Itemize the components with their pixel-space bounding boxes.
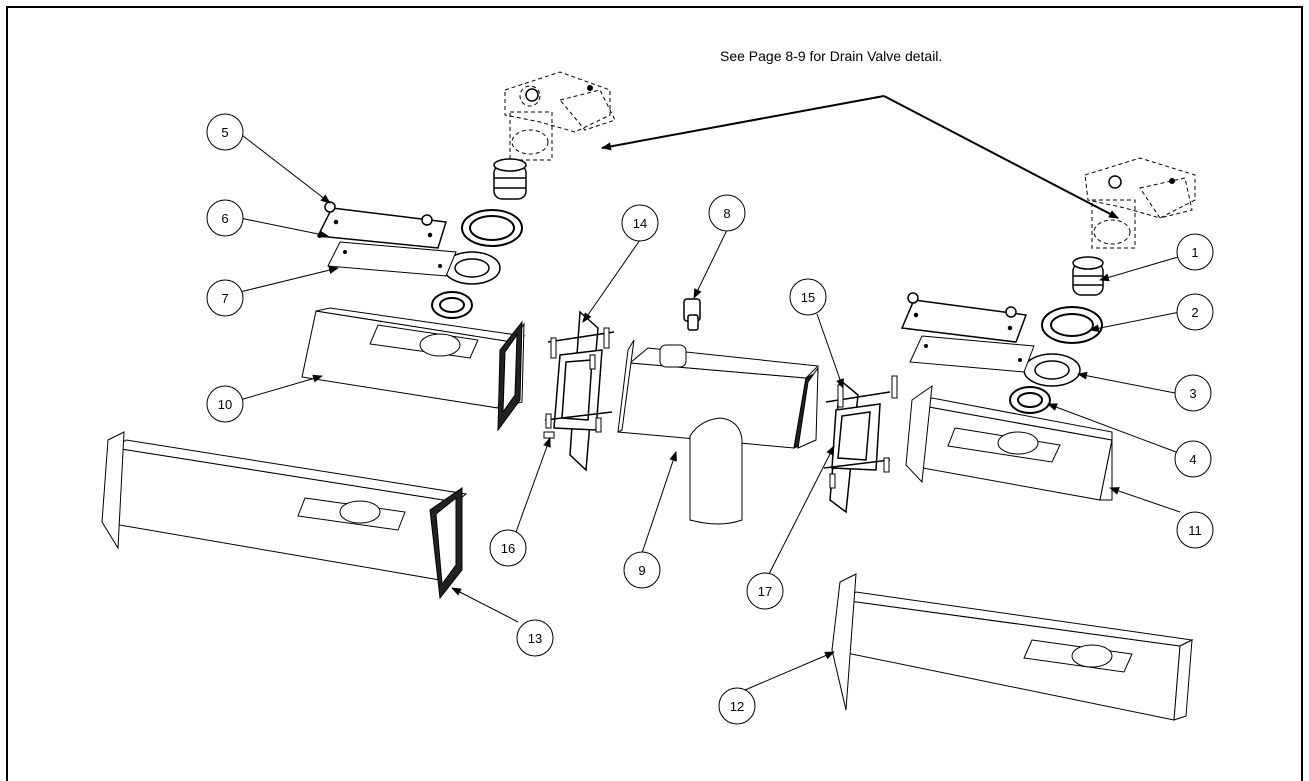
callout-15: 15 — [789, 278, 827, 316]
drain-fitting-8 — [683, 298, 701, 331]
callout-10: 10 — [206, 385, 244, 423]
drain-valve-note: See Page 8-9 for Drain Valve detail. — [720, 48, 943, 64]
gasket-ring-left — [443, 251, 501, 285]
drain-valve-right-solid — [1108, 175, 1175, 189]
drain-valve-left — [504, 71, 616, 161]
callout-2-label: 2 — [1191, 305, 1198, 320]
drain-valve-left-solid — [525, 85, 593, 102]
callout-5-label: 5 — [221, 125, 228, 140]
callout-8: 8 — [708, 194, 746, 232]
coupling-nipple-right — [1072, 256, 1104, 296]
callout-11: 11 — [1176, 511, 1214, 549]
callout-12: 12 — [718, 687, 756, 725]
callout-9: 9 — [623, 551, 661, 589]
callout-6-label: 6 — [221, 211, 228, 226]
callout-5: 5 — [206, 113, 244, 151]
cover-gasket-right — [909, 335, 1035, 373]
cover-gasket-left — [327, 241, 457, 277]
drain-valve-pointer-arrows — [601, 95, 1119, 219]
drain-valve-right — [1084, 157, 1196, 249]
callout-6: 6 — [206, 199, 244, 237]
callout-4: 4 — [1174, 440, 1212, 478]
bolts-14 — [550, 327, 610, 370]
callout-12-label: 12 — [730, 699, 744, 714]
callout-2: 2 — [1176, 293, 1214, 331]
duct-section-11 — [905, 384, 1113, 501]
callout-10-label: 10 — [218, 397, 232, 412]
callout-1: 1 — [1176, 233, 1214, 271]
leader-lines — [237, 131, 1196, 691]
callout-1-label: 1 — [1191, 245, 1198, 260]
tee-body-9 — [617, 339, 820, 525]
coupling-nipple-left — [493, 158, 527, 200]
coupling-seal-left — [461, 209, 523, 247]
clamp-ring-right — [1009, 386, 1051, 414]
callout-13-label: 13 — [528, 631, 542, 646]
callout-3-label: 3 — [1189, 386, 1196, 401]
callout-11-label: 11 — [1188, 523, 1202, 538]
callout-13: 13 — [516, 619, 554, 657]
transition-flange-14 — [544, 310, 615, 472]
duct-section-13 — [101, 431, 468, 600]
callout-7-label: 7 — [221, 291, 228, 306]
callout-14-label: 14 — [633, 216, 647, 231]
bolts-16 — [543, 413, 602, 439]
callout-16-label: 16 — [501, 541, 515, 556]
callout-17: 17 — [746, 572, 784, 610]
access-cover-right — [900, 292, 1028, 343]
clamp-ring-left — [431, 291, 473, 319]
callout-9-label: 9 — [638, 563, 645, 578]
callout-15-label: 15 — [801, 290, 815, 305]
callout-17-label: 17 — [758, 584, 772, 599]
callout-3: 3 — [1174, 374, 1212, 412]
drawing-border — [6, 6, 1303, 781]
callout-16: 16 — [489, 529, 527, 567]
gasket-ring-right — [1023, 353, 1081, 387]
transition-flange-17 — [823, 378, 891, 514]
access-cover-left — [316, 201, 447, 249]
duct-section-12 — [831, 573, 1194, 721]
duct-section-10 — [301, 307, 526, 432]
callout-8-label: 8 — [723, 206, 730, 221]
coupling-seal-right — [1041, 306, 1103, 344]
callout-balloons: 1 2 3 4 5 6 7 8 9 10 11 12 13 14 15 16 1… — [206, 113, 1214, 725]
callout-4-label: 4 — [1189, 452, 1196, 467]
callout-14: 14 — [621, 204, 659, 242]
callout-7: 7 — [206, 279, 244, 317]
